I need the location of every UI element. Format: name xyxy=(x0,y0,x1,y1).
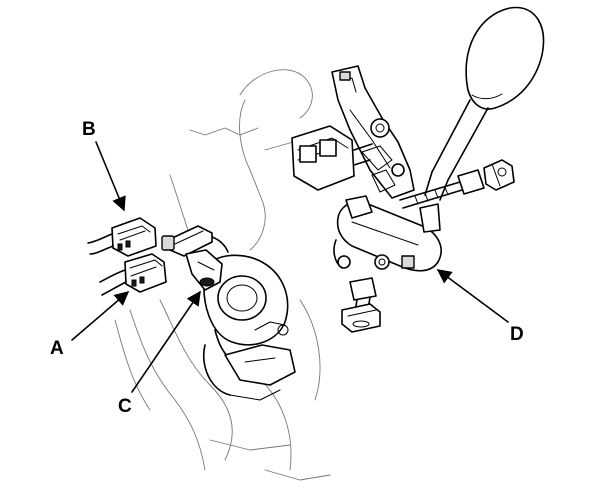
connector-a xyxy=(99,253,167,296)
connector-c xyxy=(161,225,229,291)
leader-d xyxy=(436,269,509,323)
callout-label-d: D xyxy=(510,324,524,345)
mounting-bolt-lower xyxy=(341,277,381,333)
connector-b xyxy=(87,217,157,257)
detent-lever-d xyxy=(333,195,442,272)
mounting-bolt-upper xyxy=(399,159,515,209)
callout-label-a: A xyxy=(50,338,64,359)
ignition-body xyxy=(203,254,296,401)
callout-leaders xyxy=(71,141,509,393)
shift-bracket-assembly xyxy=(331,65,415,199)
leader-b xyxy=(95,141,126,212)
leader-c xyxy=(131,290,201,393)
callout-label-b: B xyxy=(82,119,96,140)
steering-column-housing-outline xyxy=(114,69,331,481)
callout-labels: B A C D xyxy=(50,119,524,417)
shift-lock-solenoid xyxy=(291,125,373,191)
callout-label-c: C xyxy=(118,396,132,417)
leader-a xyxy=(71,291,130,341)
shift-lever xyxy=(424,6,545,201)
